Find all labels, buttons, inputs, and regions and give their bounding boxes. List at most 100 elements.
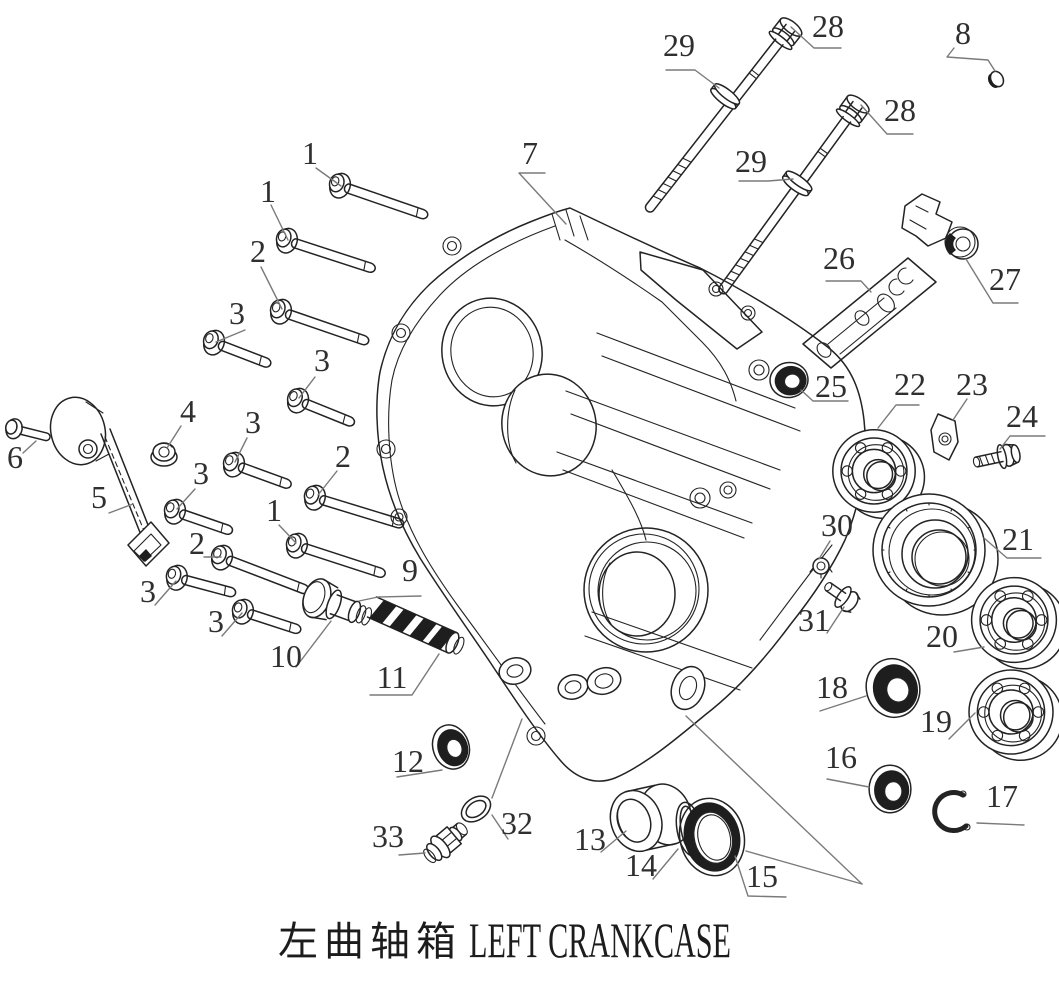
leader-17 [976, 822, 1025, 826]
part-seal-15 [678, 797, 746, 877]
leader-7 [518, 172, 567, 225]
leader-19 [948, 712, 976, 740]
callout-28b: 28 [884, 92, 916, 128]
part-nut-30 [809, 557, 833, 579]
callout-12: 12 [392, 743, 424, 779]
part-cap-8 [987, 70, 1005, 88]
lower-bosses [498, 657, 706, 711]
callout-22: 22 [894, 366, 926, 402]
leader-27 [965, 258, 1019, 304]
leader-13 [600, 830, 627, 853]
callout-3b: 3 [314, 342, 330, 378]
leader-5 [108, 503, 134, 514]
gasket-bolt-holes [376, 236, 770, 746]
leader-15 [734, 855, 787, 898]
part-bolt-24 [972, 443, 1021, 470]
leader-10 [295, 620, 332, 668]
callout-15: 15 [746, 858, 778, 894]
part-bolt-2c [300, 481, 408, 538]
caption-english: LEFT CRANKCASE [469, 912, 731, 968]
assembly-line-c [491, 718, 523, 799]
leader-1c [278, 524, 297, 544]
leader-25 [800, 389, 849, 402]
assembly-line-b [745, 850, 863, 885]
leader-29a [665, 69, 720, 89]
part-bearing-20 [970, 576, 1059, 670]
callout-2b: 2 [189, 525, 205, 561]
callout-16: 16 [825, 739, 857, 775]
leader-21 [983, 537, 1042, 559]
leader-22 [877, 404, 920, 429]
leader-3d [176, 488, 196, 510]
leader-1a [315, 167, 342, 187]
leader-4 [166, 425, 182, 449]
leader-28b [860, 104, 914, 135]
leader-lines [22, 26, 1046, 898]
leader-14 [652, 848, 679, 880]
caption-chinese: 左曲轴箱 [278, 919, 462, 965]
callout-8: 8 [955, 15, 971, 51]
part-bolt-3c [218, 448, 296, 498]
leader-1b [270, 204, 289, 241]
part-bracket-23 [930, 413, 959, 461]
callout-9: 9 [402, 552, 418, 588]
callout-20: 20 [926, 618, 958, 654]
part-oring-32 [460, 795, 492, 823]
callout-labels: 1 1 2 3 3 3 3 3 3 2 1 2 4 5 6 7 8 9 10 1… [7, 8, 1038, 894]
part-collar-13 [609, 783, 693, 853]
callout-29b: 29 [735, 143, 767, 179]
part-nut-4 [150, 442, 178, 467]
part-washer-29b [779, 167, 815, 200]
callout-29a: 29 [663, 27, 695, 63]
callout-17: 17 [986, 778, 1018, 814]
part-bolt-1c [281, 529, 390, 587]
leader-18 [819, 695, 867, 712]
callout-5: 5 [91, 479, 107, 515]
callout-21: 21 [1002, 521, 1034, 557]
callout-24: 24 [1006, 398, 1038, 434]
callout-1c: 1 [266, 492, 282, 528]
part-bolt-1b [271, 224, 380, 282]
part-bolt-1a [324, 169, 433, 229]
callout-32: 32 [501, 805, 533, 841]
part-bolt-3b [282, 384, 360, 436]
callout-3f: 3 [208, 603, 224, 639]
leader-32 [491, 814, 509, 840]
callout-25: 25 [815, 368, 847, 404]
part-bolt-3f [227, 595, 306, 644]
leader-3b [298, 376, 316, 399]
leader-3f [221, 612, 243, 637]
leader-2a [260, 266, 283, 310]
leader-11 [369, 653, 440, 696]
part-plug-33 [423, 822, 468, 864]
callout-14: 14 [625, 847, 657, 883]
part-bushing-16 [868, 764, 912, 814]
part-washer-29a [707, 80, 743, 113]
callout-1b: 1 [260, 173, 276, 209]
callout-18: 18 [816, 669, 848, 705]
part-seal-25 [766, 358, 812, 402]
callout-13: 13 [574, 821, 606, 857]
callout-7: 7 [522, 135, 538, 171]
callout-3c: 3 [245, 404, 261, 440]
callout-11: 11 [377, 659, 408, 695]
part-seal-12 [426, 719, 476, 775]
part-bolt-3e [162, 562, 240, 607]
left-crankcase-drawing [376, 207, 866, 782]
part-bolt-3a [198, 326, 276, 377]
leader-3c [234, 437, 248, 463]
callout-23: 23 [956, 366, 988, 402]
leader-24 [999, 435, 1046, 450]
leader-2c [317, 470, 338, 496]
callout-28a: 28 [812, 8, 844, 44]
leader-23 [952, 398, 968, 421]
callout-10: 10 [270, 638, 302, 674]
leader-6 [22, 440, 37, 454]
callout-4: 4 [180, 393, 196, 429]
callout-19: 19 [920, 703, 952, 739]
case-ribs [556, 239, 833, 691]
callout-6: 6 [7, 439, 23, 475]
part-bearing-19 [968, 669, 1059, 762]
